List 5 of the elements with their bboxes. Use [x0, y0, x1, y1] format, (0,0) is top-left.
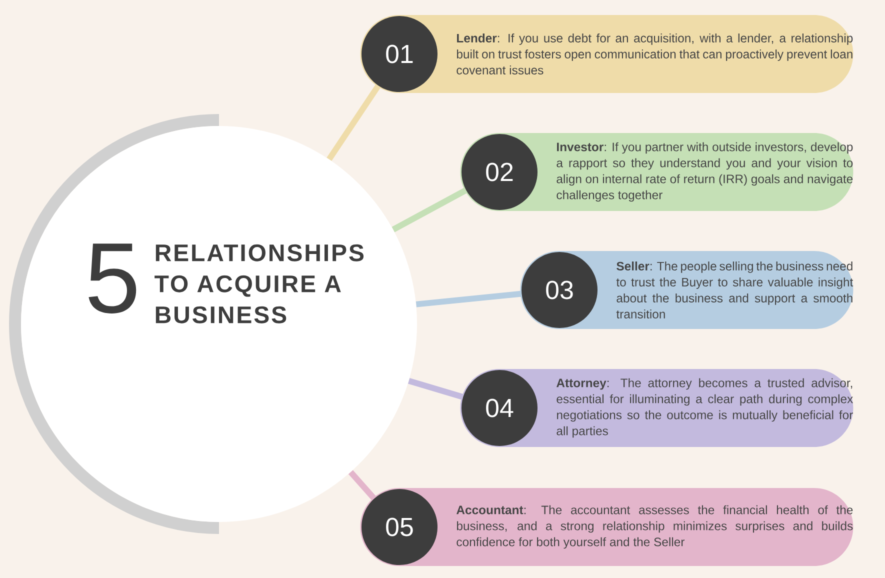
connector-line	[326, 84, 381, 161]
connector-line	[348, 470, 376, 500]
connector-line	[392, 188, 468, 232]
connector-line	[416, 290, 522, 308]
connector-line	[408, 378, 464, 400]
